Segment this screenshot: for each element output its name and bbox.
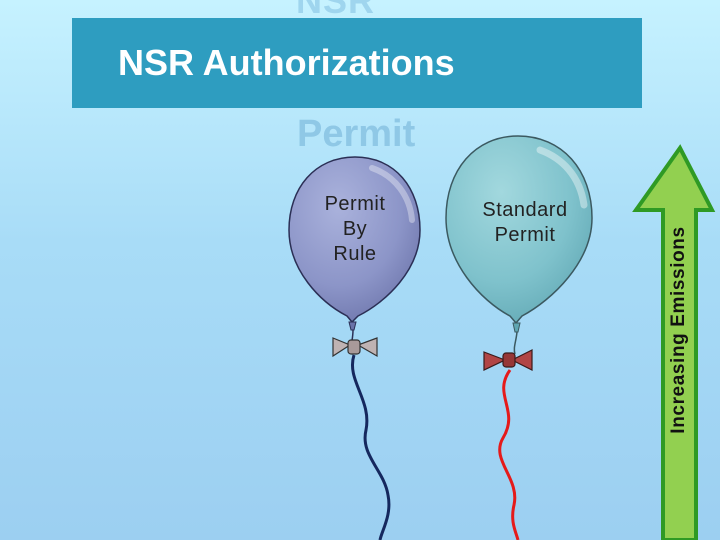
label-line: Rule [333, 243, 377, 265]
label-line: By [342, 218, 368, 240]
bow-tie-gray-icon [332, 337, 378, 358]
ghost-subheading: Permit [297, 113, 416, 155]
balloon-standard-permit [445, 135, 593, 540]
slide-title: NSR Authorizations [118, 42, 455, 83]
increasing-emissions-label: Increasing Emissions [668, 226, 689, 434]
bow-tie-red-icon [483, 349, 533, 371]
up-arrow-icon [632, 144, 716, 540]
title-banner [72, 18, 642, 108]
label-line: Permit [494, 224, 556, 246]
label-line: Standard [482, 199, 568, 221]
balloon-permit-by-rule [288, 156, 421, 540]
balloon-label-permit-by-rule: Permit By Rule [300, 192, 410, 267]
ghost-heading: NSR [296, 0, 376, 21]
label-line: Permit [324, 193, 386, 215]
balloon-label-standard-permit: Standard Permit [460, 198, 590, 248]
